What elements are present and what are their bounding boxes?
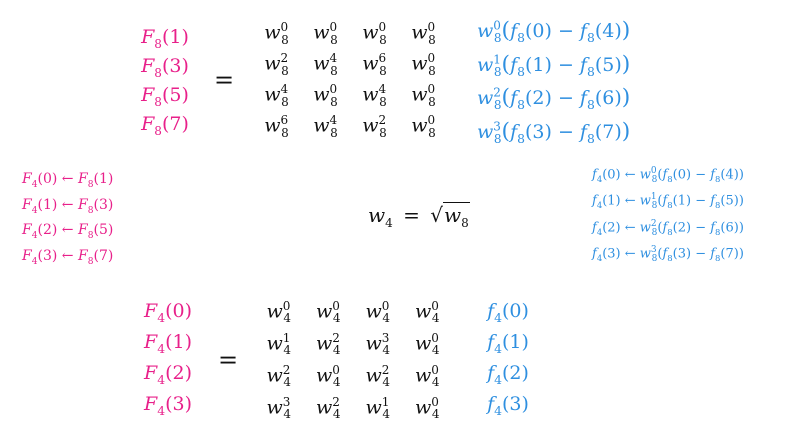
top-lhs-entry-0: F8(1) xyxy=(141,26,189,51)
bottom-rhs-entry-3: f4(3) xyxy=(487,393,529,418)
bottom-rhs-entry-1: f4(1) xyxy=(487,331,529,356)
top-matrix-cell-r3-c0: w68 xyxy=(264,113,289,140)
bottom-matrix-cell-r1-c3: w04 xyxy=(414,330,440,358)
top-matrix-cell-r2-c0: w48 xyxy=(264,82,289,109)
top-lhs-entry-1: F8(3) xyxy=(141,55,189,80)
top-matrix-cell-r3-c1: w48 xyxy=(313,113,338,140)
top-rhs-vector: w08(f8(0) − f8(4)) w18(f8(1) − f8(5)) w28(… xyxy=(477,18,663,146)
sqrt-radical: √ xyxy=(430,203,443,227)
right-note-line-2: f4(2) ← w28(f8(2) − f8(6)) xyxy=(592,218,744,238)
bottom-lhs-vector: F4(0) F4(1) F4(2) F4(3) xyxy=(136,300,200,418)
left-note: F4(0) ← F8(1) F4(1) ← F8(3) F4(2) ← F8(5) F… xyxy=(22,171,113,267)
bottom-lhs-entry-0: F4(0) xyxy=(144,300,192,325)
right-note: f4(0) ← w08(f8(0) − f8(4)) f4(1) ← w18(f8… xyxy=(592,166,744,264)
left-note-line-0: F4(0) ← F8(1) xyxy=(22,171,114,190)
left-note-line-1: F4(1) ← F8(3) xyxy=(22,196,114,216)
top-matrix-cell-r3-c2: w28 xyxy=(362,113,387,140)
left-note-line-2: F4(2) ← F8(5) xyxy=(22,222,114,242)
top-rhs-entry-2: w28(f8(2) − f8(6)) xyxy=(477,85,631,113)
bottom-rhs-entry-2: f4(2) xyxy=(487,362,529,387)
bottom-equals-sign: = xyxy=(218,346,239,374)
top-rhs-entry-0: w08(f8(0) − f8(4)) xyxy=(477,18,631,45)
top-matrix-cell-r1-c3: w08 xyxy=(411,51,436,78)
bottom-matrix-cell-r1-c2: w34 xyxy=(365,330,391,358)
bottom-matrix-cell-r2-c0: w24 xyxy=(266,362,292,390)
bottom-matrix-cell-r0-c2: w04 xyxy=(365,298,391,326)
bottom-matrix-cell-r2-c2: w24 xyxy=(365,362,391,390)
bottom-rhs-entry-0: f4(0) xyxy=(487,300,529,325)
bottom-matrix-cell-r1-c0: w14 xyxy=(266,330,292,358)
top-matrix-cell-r3-c3: w08 xyxy=(411,113,436,140)
top-rhs-entry-3: w38(f8(3) − f8(7)) xyxy=(477,119,631,146)
top-lhs-entry-2: F8(5) xyxy=(141,84,189,109)
right-note-line-1: f4(1) ← w18(f8(1) − f8(5)) xyxy=(592,192,744,212)
bottom-lhs-entry-1: F4(1) xyxy=(144,331,192,356)
bottom-matrix-cell-r3-c0: w34 xyxy=(266,394,292,422)
bottom-matrix-cell-r0-c3: w04 xyxy=(414,298,440,326)
top-matrix-cell-r2-c1: w08 xyxy=(313,82,338,109)
bottom-matrix-cell-r2-c3: w04 xyxy=(414,362,440,390)
top-matrix-cell-r0-c3: w08 xyxy=(411,20,436,47)
bottom-matrix-cell-r1-c1: w24 xyxy=(315,330,341,358)
top-matrix-cell-r1-c0: w28 xyxy=(264,51,289,78)
bottom-matrix-cell-r0-c0: w04 xyxy=(266,298,292,326)
bottom-matrix-cell-r2-c1: w04 xyxy=(315,362,341,390)
w4-equals-sqrt-w8: w4 = √w8 xyxy=(368,202,470,230)
top-matrix-cell-r0-c1: w08 xyxy=(313,20,338,47)
top-matrix-cell-r1-c1: w48 xyxy=(313,51,338,78)
bottom-rhs-vector: f4(0) f4(1) f4(2) f4(3) xyxy=(478,300,538,418)
top-matrix-cell-r2-c3: w08 xyxy=(411,82,436,109)
top-lhs-entry-3: F8(7) xyxy=(141,113,189,138)
bottom-lhs-entry-2: F4(2) xyxy=(144,362,192,387)
top-rhs-entry-1: w18(f8(1) − f8(5)) xyxy=(477,51,631,79)
right-note-line-0: f4(0) ← w08(f8(0) − f8(4)) xyxy=(592,166,744,185)
top-matrix-cell-r1-c2: w68 xyxy=(362,51,387,78)
top-matrix-cell-r0-c0: w08 xyxy=(264,20,289,47)
top-matrix: w08 w08 w08 w08 w28 w48 w68 w08 w48 w08 w48 w08 w68 w… xyxy=(252,18,448,142)
bottom-matrix-cell-r3-c3: w04 xyxy=(414,394,440,422)
top-lhs-vector: F8(1) F8(3) F8(5) F8(7) xyxy=(134,26,196,138)
bottom-matrix-cell-r3-c1: w24 xyxy=(315,394,341,422)
bottom-lhs-entry-3: F4(3) xyxy=(144,393,192,418)
bottom-matrix-cell-r0-c1: w04 xyxy=(315,298,341,326)
top-matrix-cell-r0-c2: w08 xyxy=(362,20,387,47)
bottom-matrix: w04 w04 w04 w04 w14 w24 w34 w04 w24 w04 w24 w04 w34 w… xyxy=(254,296,452,424)
top-matrix-cell-r2-c2: w48 xyxy=(362,82,387,109)
top-equals-sign: = xyxy=(214,66,235,94)
bottom-matrix-cell-r3-c2: w14 xyxy=(365,394,391,422)
right-note-line-3: f4(3) ← w38(f8(3) − f8(7)) xyxy=(592,245,744,264)
left-note-line-3: F4(3) ← F8(7) xyxy=(22,248,114,267)
